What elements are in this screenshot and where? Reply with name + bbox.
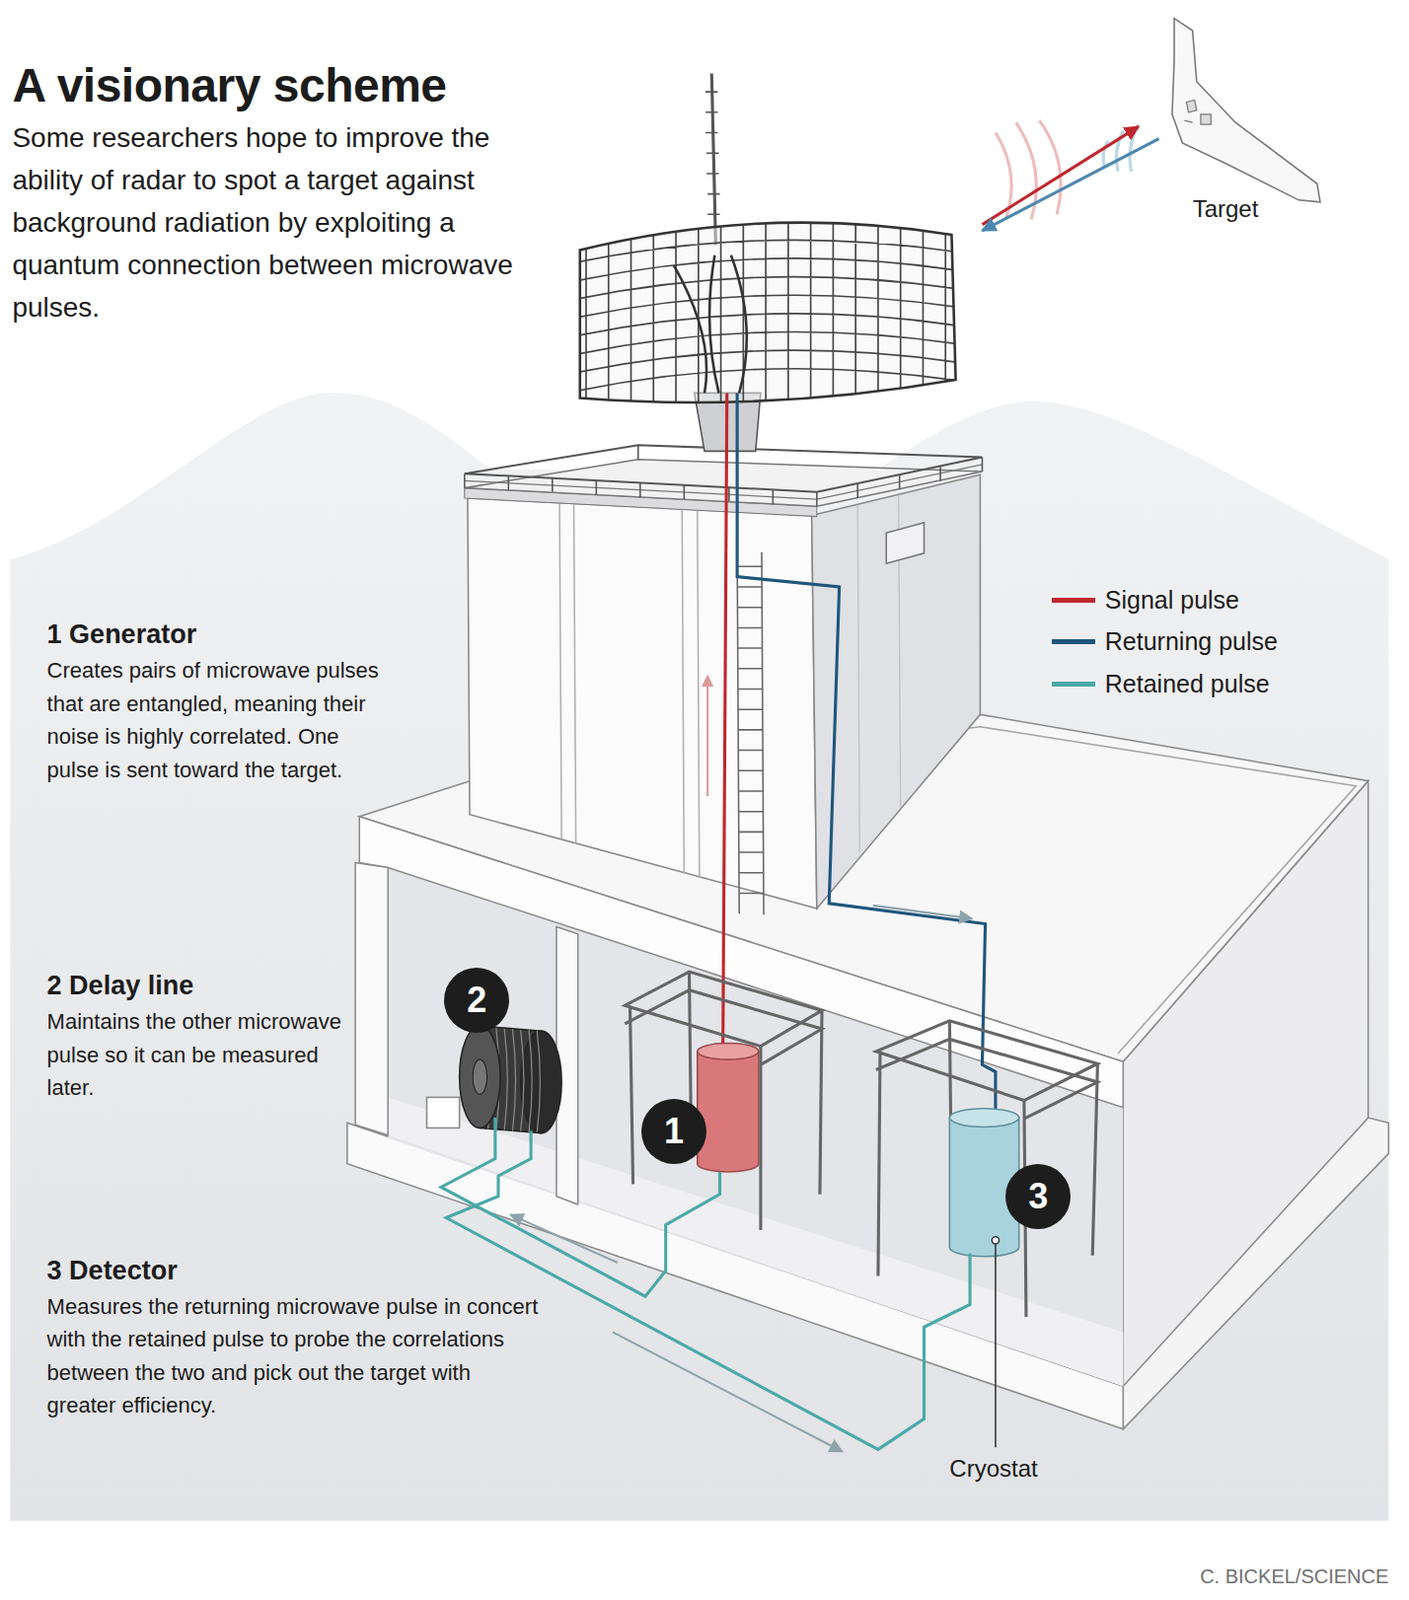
section-text: Measures the returning microwave pulse i… [47,1290,541,1423]
railing-mid [464,464,983,500]
railing-posts [464,444,983,507]
legend-item: Retained pulse [1051,667,1270,700]
returning-arrow [981,139,1159,231]
retained-direction-arrow [612,1332,843,1452]
legend-item: Signal pulse [1051,584,1240,616]
dish-fill [580,222,957,403]
callout-number: 1 [641,1099,707,1165]
credit: C. BICKEL/SCIENCE [1199,1564,1389,1590]
leader-dot [991,1237,999,1245]
cryostat-top [949,1109,1019,1128]
detector-frame [876,1021,1099,1277]
legend-swatch [1051,639,1096,645]
section-heading: 3 Detector [47,1255,178,1289]
generator-top [697,1043,759,1061]
legend-text: Signal pulse [1105,586,1240,615]
coil-hub [472,1059,487,1095]
section-heading: 1 Generator [47,618,198,653]
target-aircraft [1172,18,1321,203]
retained-direction-arrow [510,1214,618,1263]
returning-pulse-line [737,392,996,1111]
legend-text: Retained pulse [1105,669,1270,699]
target-label: Target [1192,194,1260,224]
coil-back [520,1031,562,1133]
section-text: Maintains the other microwave pulse so i… [47,1005,349,1106]
vent-box [886,522,924,564]
ladder [737,551,764,915]
outgoing-waves [995,120,1061,220]
legend-swatch [1051,681,1096,687]
callout-number: 2 [444,967,510,1034]
title: A visionary scheme [11,58,446,113]
signal-direction-arrow [706,675,709,797]
legend-swatch [1051,597,1096,603]
callout-text: 2 [466,982,487,1019]
coil-face [459,1026,501,1128]
cryostat-leader [994,1244,997,1448]
dish-feed [673,255,747,394]
retained-pulse-line [445,1131,970,1451]
aircraft-details [1184,99,1211,125]
tower-front [467,498,817,909]
dish-grid [571,194,965,420]
part-label: Cryostat [949,1454,1038,1484]
callout-text: 3 [1028,1179,1048,1215]
section-heading: 2 Delay line [47,969,195,1004]
plinth-side [1122,1117,1389,1430]
callout-number: 3 [1005,1164,1071,1230]
generator-front-leg [758,1046,762,1231]
generator-cylinder [697,1051,759,1173]
left-wall [355,862,388,1135]
legend-item: Returning pulse [1051,626,1278,659]
snow-hills [9,392,1389,1522]
signal-pulse-line [723,392,728,1051]
legend-text: Returning pulse [1105,627,1278,657]
intro-text: Some researchers hope to improve the abi… [11,116,565,329]
delay-box [427,1097,460,1128]
mast-ticks [705,91,720,215]
platform-deck [464,459,983,508]
dish-outline [580,222,957,403]
generator-frame [624,971,822,1195]
returning-direction-arrow [873,905,972,919]
mast [711,74,716,246]
section-text: Creates pairs of microwave pulses that a… [47,654,388,787]
tower-panels [559,503,700,879]
callout-text: 1 [664,1113,684,1150]
outgoing-arrow [981,126,1138,224]
